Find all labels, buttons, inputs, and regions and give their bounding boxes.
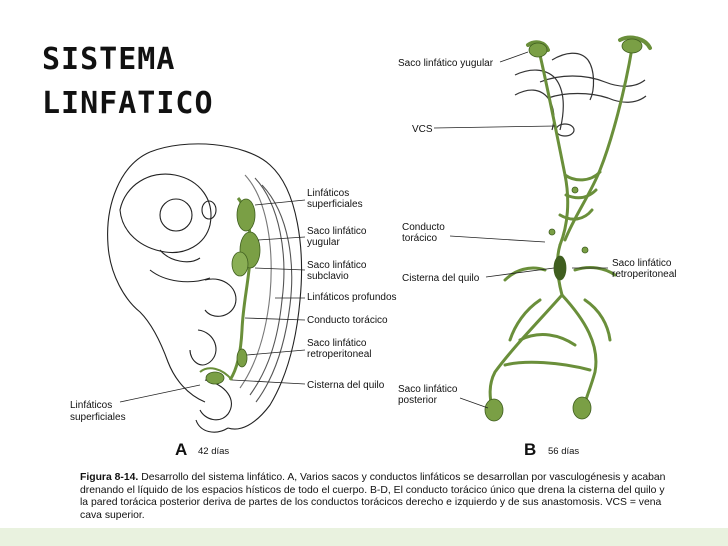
label-linfaticos-superficiales-1: Linfáticos	[307, 188, 349, 199]
label-conducto-toracico-b-2: torácico	[402, 233, 437, 244]
figure-number: Figura 8-14.	[80, 472, 139, 483]
figure-caption: Figura 8-14. Desarrollo del sistema linf…	[80, 472, 670, 522]
label-saco-retroperitoneal-b-2: retroperitoneal	[612, 269, 676, 280]
slide-bottom-band	[0, 528, 728, 546]
label-linfaticos-superficiales-2: superficiales	[307, 199, 363, 210]
label-saco-retroperitoneal-b-1: Saco linfático	[612, 258, 672, 269]
panel-a-leader-lines	[119, 199, 306, 403]
label-cisterna-quilo-b: Cisterna del quilo	[402, 273, 480, 284]
label-linfaticos-superficiales-left-2: superficiales	[70, 412, 126, 423]
panel-b-vessels-outline	[514, 52, 647, 137]
label-saco-retroperitoneal-2: retroperitoneal	[307, 349, 371, 360]
label-linfaticos-profundos: Linfáticos profundos	[307, 292, 397, 303]
panel-b-days: 56 días	[548, 446, 579, 457]
label-saco-subclavio-2: subclavio	[307, 271, 349, 282]
panel-a-days: 42 días	[198, 446, 229, 457]
label-saco-subclavio-1: Saco linfático	[307, 260, 367, 271]
label-saco-posterior-2: posterior	[398, 395, 438, 406]
label-saco-yugular-b: Saco linfático yugular	[398, 58, 494, 69]
panel-b-leader-lines	[433, 51, 608, 409]
slide-title-line-1: SISTEMA	[42, 42, 176, 77]
panel-a-letter: A	[175, 440, 187, 459]
label-cisterna-quilo-a: Cisterna del quilo	[307, 380, 385, 391]
figure-caption-text: Desarrollo del sistema linfático. A, Var…	[80, 472, 666, 521]
panel-a-embryo-drawing	[107, 143, 302, 433]
label-saco-yugular-2: yugular	[307, 237, 340, 248]
label-conducto-toracico-b-1: Conducto	[402, 222, 445, 233]
label-saco-posterior-1: Saco linfático	[398, 384, 458, 395]
panel-a-lymph-vessels	[199, 197, 261, 385]
label-saco-yugular-1: Saco linfático	[307, 226, 367, 237]
panel-b-lymph-sacs	[484, 38, 643, 422]
label-saco-retroperitoneal-1: Saco linfático	[307, 338, 367, 349]
panel-b-letter: B	[524, 440, 536, 459]
label-linfaticos-superficiales-left-1: Linfáticos	[70, 400, 112, 411]
label-conducto-toracico: Conducto torácico	[307, 315, 388, 326]
label-vcs: VCS	[412, 124, 433, 135]
slide-title-line-2: LINFATICO	[42, 86, 214, 121]
slide-title: SISTEMA LINFATICO	[42, 38, 214, 126]
